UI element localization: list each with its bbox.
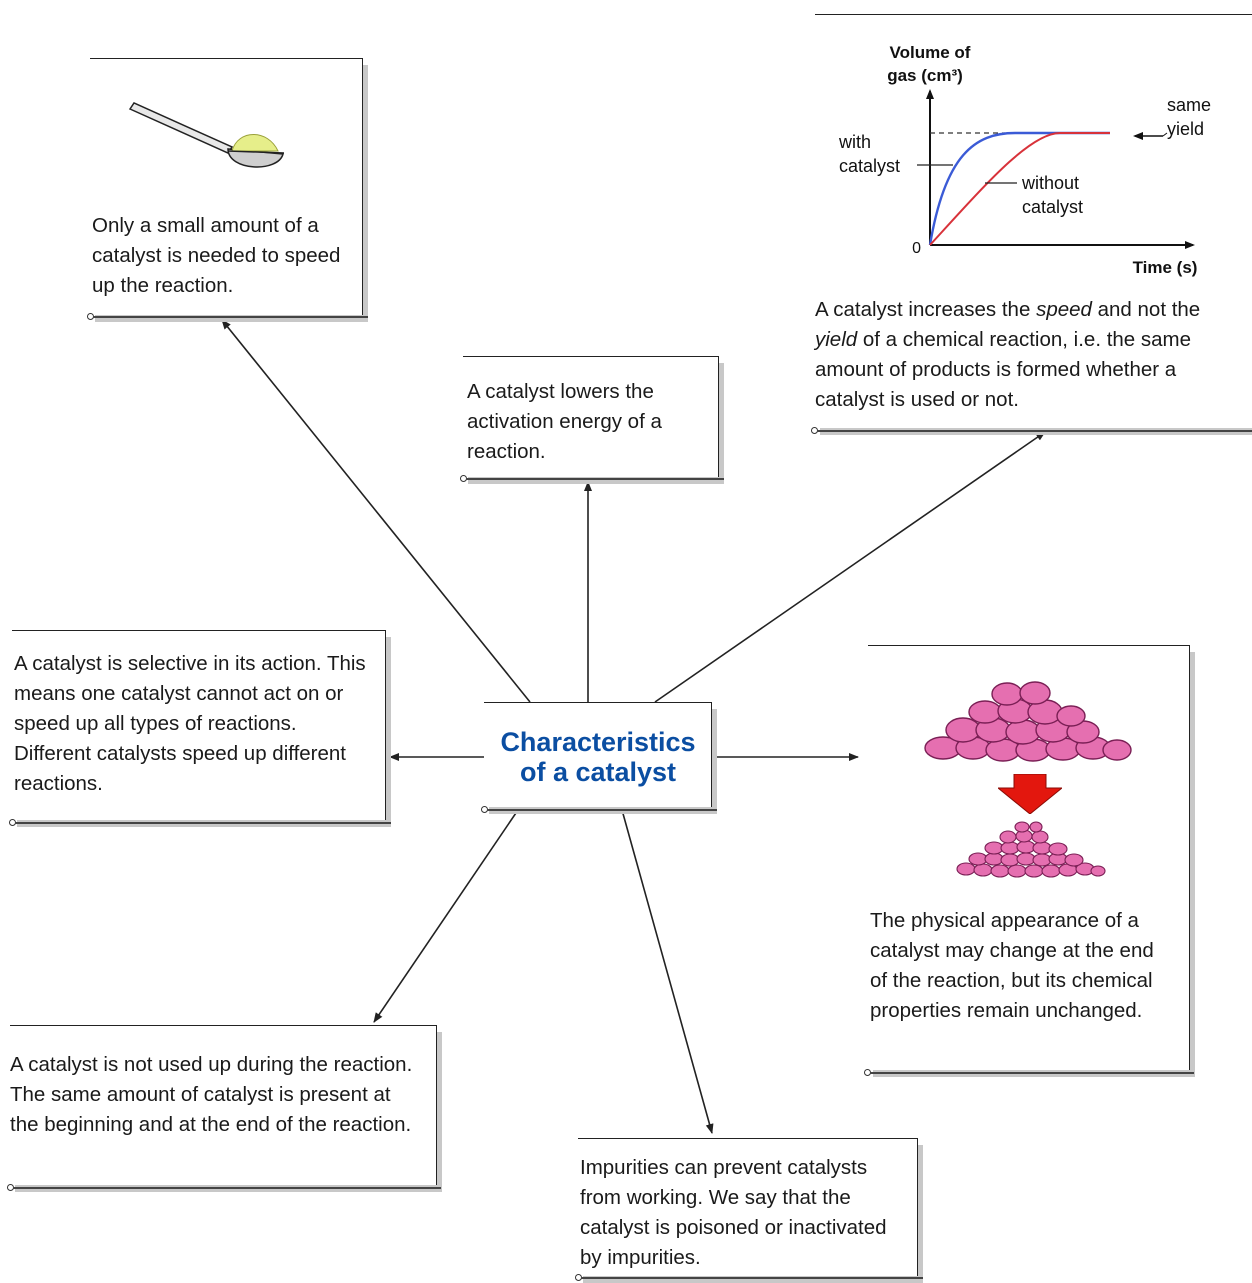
- large-granules-icon: [924, 681, 1132, 762]
- impurities-text: Impurities can prevent catalysts from wo…: [580, 1156, 887, 1269]
- fact-box-impurities: Impurities can prevent catalysts from wo…: [578, 1138, 918, 1276]
- center-box: Characteristics of a catalyst: [484, 702, 712, 807]
- small-amount-text: Only a small amount of a catalyst is nee…: [92, 214, 341, 297]
- footnote-line: [93, 316, 368, 318]
- speed-word: speed: [1036, 298, 1092, 321]
- without-catalyst-curve: [929, 132, 1110, 246]
- fact-box-activation: A catalyst lowers the activation energy …: [463, 356, 719, 477]
- graph-origin-label: 0: [912, 240, 921, 257]
- graph-ylabel-line1: Volume of: [890, 43, 971, 62]
- speed-yield-part1: A catalyst increases the: [815, 298, 1037, 321]
- center-title-line1: Characteristics: [500, 727, 696, 757]
- appearance-text: The physical appearance of a catalyst ma…: [870, 909, 1154, 1022]
- footnote-line: [487, 809, 717, 811]
- arrow-to-small-amount: [221, 319, 531, 703]
- yield-word: yield: [815, 328, 858, 351]
- speed-yield-text: A catalyst increases the speed and not t…: [815, 295, 1235, 415]
- speed-yield-part3: of a chemical reaction, i.e. the same am…: [815, 328, 1192, 411]
- arrow-to-speed-yield: [654, 431, 1046, 703]
- without-catalyst-label-1: without: [1021, 173, 1079, 193]
- footnote-line: [581, 1277, 923, 1279]
- not-used-up-text: A catalyst is not used up during the rea…: [10, 1053, 413, 1136]
- with-catalyst-label-1: with: [838, 132, 871, 152]
- fact-box-selective: A catalyst is selective in its action. T…: [12, 630, 386, 820]
- center-title: Characteristics of a catalyst: [484, 727, 712, 787]
- activation-text: A catalyst lowers the activation energy …: [467, 380, 662, 463]
- without-catalyst-label-2: catalyst: [1022, 197, 1083, 217]
- graph-xlabel: Time (s): [1133, 258, 1198, 277]
- with-catalyst-curve: [928, 131, 1110, 246]
- fact-box-speed-yield: Volume of gas (cm³) 0 Time (s) with cata…: [815, 14, 1252, 428]
- fact-box-small-amount: Only a small amount of a catalyst is nee…: [90, 58, 363, 315]
- graph-ylabel-line2: gas (cm³): [887, 66, 963, 85]
- same-yield-label-1: same: [1167, 95, 1211, 115]
- same-yield-underline: [1162, 132, 1168, 137]
- spoon-with-catalyst-icon: [128, 102, 285, 168]
- fact-box-appearance: The physical appearance of a catalyst ma…: [868, 645, 1190, 1070]
- center-title-line2: of a catalyst: [519, 757, 677, 787]
- footnote-line: [15, 822, 391, 824]
- footnote-line: [466, 478, 724, 480]
- arrow-to-impurities: [621, 809, 714, 1134]
- small-granules-icon: [956, 821, 1106, 878]
- selective-text: A catalyst is selective in its action. T…: [14, 652, 366, 795]
- arrow-to-not-used-up: [373, 809, 519, 1023]
- footnote-line: [817, 430, 1252, 432]
- footnote-line: [13, 1187, 441, 1189]
- with-catalyst-label-2: catalyst: [839, 156, 900, 176]
- volume-time-graph: Volume of gas (cm³) 0 Time (s) with cata…: [838, 43, 1211, 277]
- speed-yield-part2: and not the: [1091, 298, 1201, 321]
- footnote-line: [870, 1072, 1194, 1074]
- red-down-arrow-icon: [998, 774, 1062, 814]
- fact-box-not-used-up: A catalyst is not used up during the rea…: [10, 1025, 437, 1185]
- same-yield-label-2: yield: [1167, 119, 1204, 139]
